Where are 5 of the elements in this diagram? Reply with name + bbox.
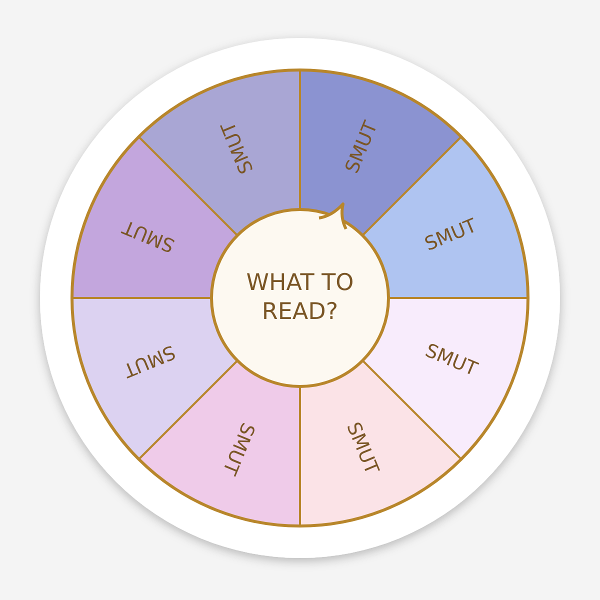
segment-label: SMUT [120,216,178,255]
segment-label: SMUT [422,341,480,380]
center-question: WHAT TO READ? [245,269,355,327]
segment-label: SMUT [343,118,382,176]
segment-label: SMUT [218,420,257,478]
